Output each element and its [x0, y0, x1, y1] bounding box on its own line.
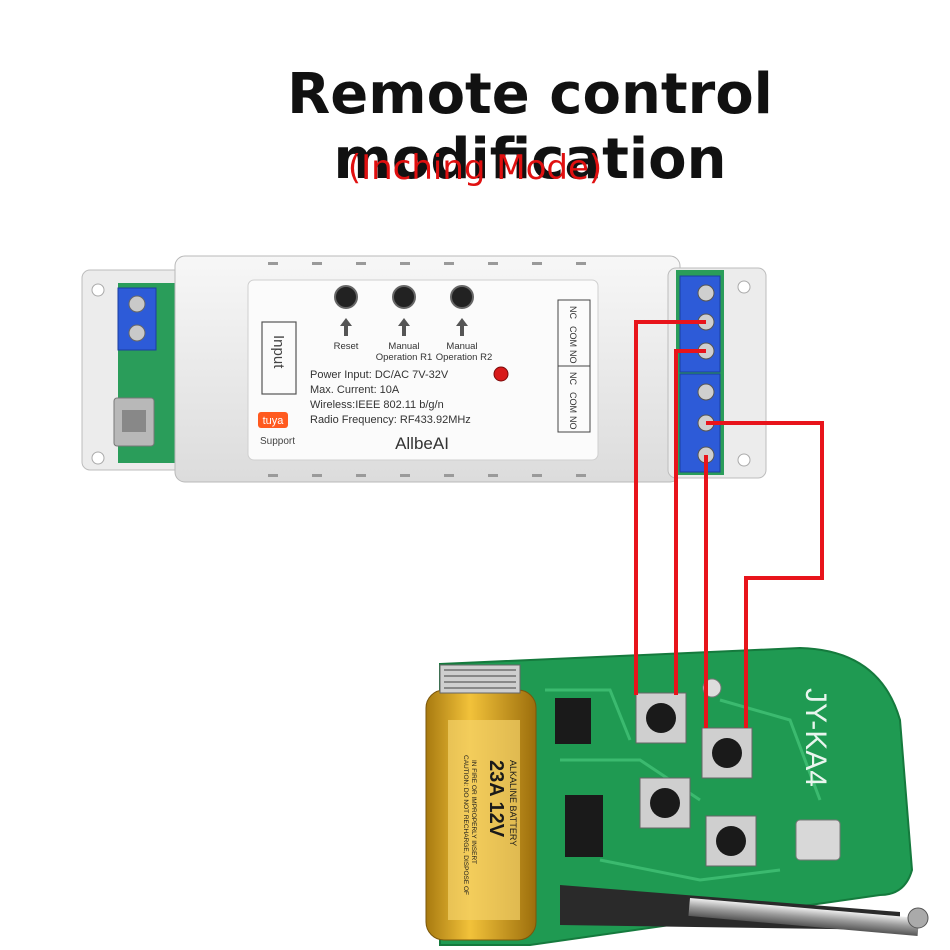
wires — [634, 320, 824, 728]
screw-icon — [128, 295, 146, 313]
battery-label-type: ALKALINE BATTERY — [508, 760, 518, 846]
output-labels-box-bottom — [557, 365, 591, 433]
remote-button-1[interactable] — [635, 692, 687, 744]
manual-r1-label-line1: Manual — [388, 341, 419, 352]
manual-r1-button[interactable] — [392, 285, 416, 309]
arrow-up-icon — [340, 318, 468, 336]
remote-control-board: JY-KA4 23A 12V ALKALINE BATTERY CAUTION:… — [425, 646, 929, 946]
manual-r2-button[interactable] — [450, 285, 474, 309]
ic-chip-icon — [555, 698, 603, 857]
brand-label: AllbeAI — [395, 434, 449, 453]
spec-power-input: Power Input: DC/AC 7V-32V — [310, 369, 449, 381]
relay-module: Input tuya Support Reset Manual Operatio… — [81, 255, 767, 483]
crystal-oscillator-icon — [795, 819, 841, 861]
manual-r1-label-line2: Operation R1 — [376, 352, 433, 363]
spec-wireless: Wireless:IEEE 802.11 b/g/n — [310, 399, 444, 411]
terminal-label-nc-top: NC — [568, 306, 578, 319]
input-label-box — [261, 321, 297, 395]
remote-button-3[interactable] — [639, 777, 691, 829]
wire-com-top — [634, 320, 706, 695]
screw-icon — [697, 284, 715, 302]
tuya-logo — [258, 412, 288, 428]
mount-hole-icon — [91, 451, 105, 465]
terminal-label-com-top: COM — [568, 326, 578, 347]
support-label: Support — [260, 436, 295, 447]
vent-slots — [268, 262, 586, 477]
reset-button[interactable] — [334, 285, 358, 309]
status-led-icon — [493, 366, 509, 382]
battery-caution-line1: CAUTION: DO NOT RECHARGE, DISPOSE OF — [462, 755, 469, 895]
battery-23a-12v: 23A 12V ALKALINE BATTERY CAUTION: DO NOT… — [425, 664, 537, 941]
antenna-icon — [560, 885, 929, 936]
mount-hole-icon — [737, 280, 751, 294]
battery-caution-line2: IN FIRE OR IMPROPERLY INSERT — [470, 760, 477, 864]
wire-com-bottom — [706, 421, 824, 728]
remote-button-2[interactable] — [701, 727, 753, 779]
terminal-label-no-bottom: NO — [568, 416, 578, 430]
manual-r2-label-line2: Operation R2 — [436, 352, 493, 363]
screw-icon — [697, 383, 715, 401]
spec-radio-frequency: Radio Frequency: RF433.92MHz — [310, 414, 471, 426]
spec-max-current: Max. Current: 10A — [310, 384, 400, 396]
terminal-label-no-top: NO — [568, 350, 578, 364]
page-title: Remote control modification — [287, 62, 773, 192]
mount-hole-icon — [91, 283, 105, 297]
tuya-logo-text: tuya — [263, 415, 285, 427]
remote-button-4[interactable] — [705, 815, 757, 867]
mount-hole-icon — [737, 453, 751, 467]
page-subtitle: (Inching Mode) — [347, 148, 603, 188]
manual-r2-label-line1: Manual — [446, 341, 477, 352]
reset-button-label: Reset — [334, 341, 359, 352]
terminal-label-nc-bottom: NC — [568, 372, 578, 385]
input-label: Input — [270, 335, 287, 369]
terminal-label-com-bottom: COM — [568, 392, 578, 413]
remote-model-label: JY-KA4 — [799, 688, 832, 787]
wire-no-top — [674, 349, 706, 695]
label-panel — [247, 279, 599, 461]
battery-label-voltage: 23A 12V — [485, 760, 507, 838]
screw-icon — [128, 324, 146, 342]
